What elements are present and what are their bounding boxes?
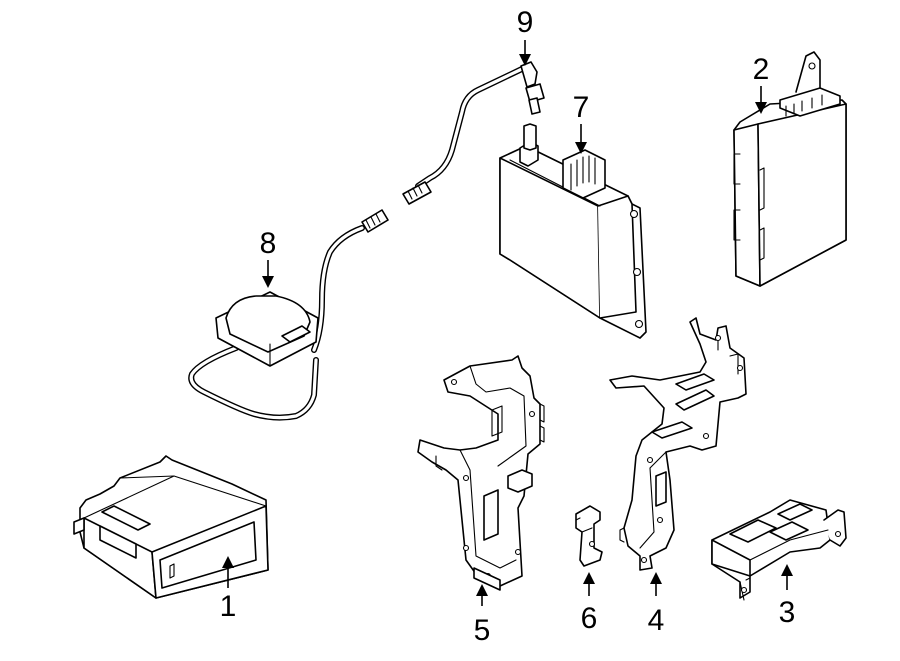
callout-2: 2 xyxy=(753,53,770,114)
callout-number-4: 4 xyxy=(648,604,665,637)
callout-9: 9 xyxy=(517,6,534,66)
radio-receiver-unit-part xyxy=(73,455,269,599)
callout-number-9: 9 xyxy=(517,6,534,39)
callout-5: 5 xyxy=(474,584,491,647)
antenna-cable-part xyxy=(311,61,545,353)
left-bracket-part xyxy=(417,355,545,591)
callout-number-1: 1 xyxy=(220,590,237,623)
callout-6: 6 xyxy=(581,572,598,635)
callout-number-7: 7 xyxy=(573,91,590,124)
callout-number-8: 8 xyxy=(260,227,277,260)
callout-number-6: 6 xyxy=(581,602,598,635)
callout-1: 1 xyxy=(220,556,237,623)
callout-7: 7 xyxy=(573,91,590,154)
navigation-module-part xyxy=(499,123,647,339)
callout-number-2: 2 xyxy=(753,53,770,86)
callout-8: 8 xyxy=(260,227,277,288)
control-module-part xyxy=(733,51,847,287)
gps-antenna-part xyxy=(188,291,319,421)
callout-number-5: 5 xyxy=(474,614,491,647)
mounting-tray-part xyxy=(711,499,847,601)
small-clip-part xyxy=(575,505,603,567)
right-bracket-part xyxy=(609,317,747,571)
callout-3: 3 xyxy=(779,564,796,629)
callout-4: 4 xyxy=(648,572,665,637)
callout-number-3: 3 xyxy=(779,596,796,629)
